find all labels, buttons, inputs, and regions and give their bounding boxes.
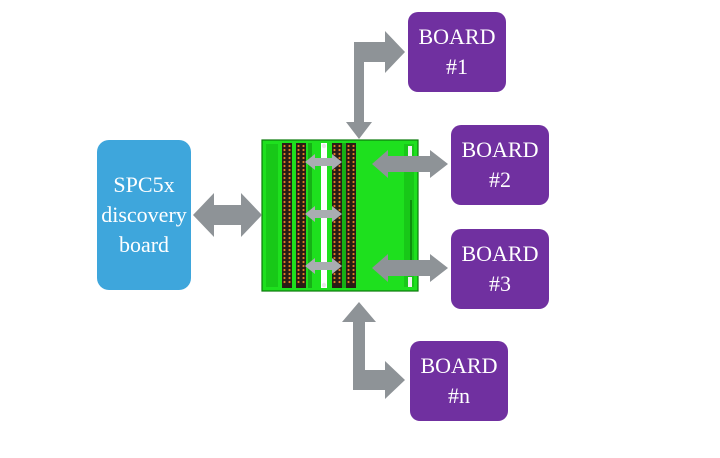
board-2-number: #2 — [489, 167, 511, 192]
arrow-to-board-n — [342, 302, 405, 399]
board-1-box: BOARD #1 — [408, 12, 506, 92]
board-n-box: BOARD #n — [410, 341, 508, 421]
pcb-arrow-top — [305, 154, 342, 170]
pcb-arrow-bottom — [305, 258, 342, 274]
board-1-number: #1 — [446, 54, 468, 79]
board-3-label: BOARD — [461, 241, 539, 266]
pcb-arrow-middle — [305, 206, 342, 222]
spc5x-label-line-1: SPC5x — [113, 172, 175, 197]
spc5x-label-line-2: discovery — [101, 202, 187, 227]
header-strip — [282, 143, 292, 288]
board-2-label: BOARD — [461, 137, 539, 162]
arrow-to-board-1 — [346, 31, 405, 139]
arrows — [193, 31, 448, 399]
board-1-label: BOARD — [418, 24, 496, 49]
board-3-number: #3 — [489, 271, 511, 296]
board-3-box: BOARD #3 — [451, 229, 549, 309]
spc5x-discovery-board-box: SPC5x discovery board — [97, 140, 191, 290]
board-n-number: #n — [448, 383, 470, 408]
arrow-to-board-3 — [372, 254, 448, 282]
arrow-spc5x-to-pcb — [193, 193, 262, 237]
board-n-label: BOARD — [420, 353, 498, 378]
header-strip — [296, 143, 306, 288]
spc5x-label-line-3: board — [118, 232, 170, 257]
header-strip — [346, 143, 356, 288]
arrow-to-board-2 — [372, 150, 448, 178]
board-2-box: BOARD #2 — [451, 125, 549, 205]
